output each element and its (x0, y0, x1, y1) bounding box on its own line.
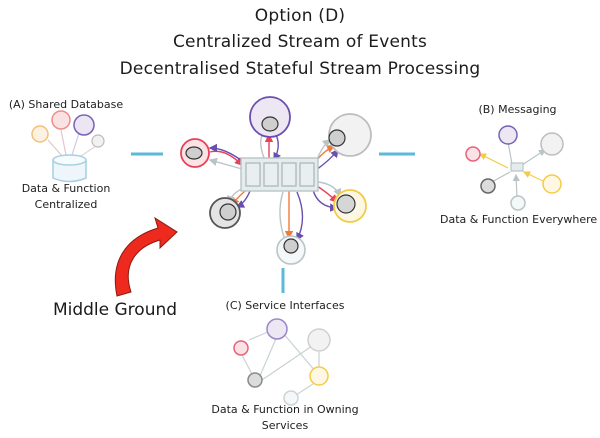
message-broker (510, 162, 524, 172)
option-d-diagram (180, 96, 372, 265)
option-b-caption: Data & Function Everywhere (440, 213, 598, 226)
option-c-diagram (233, 318, 331, 406)
event-log-icon (283, 238, 299, 254)
node-pale (283, 390, 299, 406)
event-stream-log (240, 157, 319, 192)
node-grey (540, 132, 564, 156)
node-purple (73, 114, 95, 136)
title-line-2: Centralized Stream of Events (172, 32, 428, 52)
option-b-diagram (465, 125, 564, 211)
option-c-caption-2: Services (261, 419, 309, 432)
service-node-yellow (333, 189, 367, 223)
option-a-heading: (A) Shared Database (8, 98, 124, 111)
node-dark-grey (247, 372, 263, 388)
option-b-heading: (B) Messaging (478, 103, 557, 116)
node-yellow (542, 174, 562, 194)
title-line-3: Decentralised Stateful Stream Processing (119, 59, 481, 79)
node-purple (498, 125, 518, 145)
node-pale (510, 195, 526, 211)
stream-partition (263, 162, 279, 187)
option-c-heading: (C) Service Interfaces (225, 299, 345, 312)
service-node-pale-blue (276, 235, 306, 265)
event-log-icon (328, 129, 346, 147)
service-node-red (180, 138, 210, 168)
node-yellow (309, 366, 329, 386)
title-line-1: Option (D) (254, 6, 346, 26)
middle-ground-label: Middle Ground (52, 300, 178, 320)
event-log-icon (219, 203, 237, 221)
node-red (465, 146, 481, 162)
event-log-icon (336, 194, 356, 214)
stream-partition (299, 162, 315, 187)
service-node-dark-grey (209, 197, 241, 229)
service-node-purple (249, 96, 291, 138)
node-red (51, 110, 71, 130)
node-red (233, 340, 249, 356)
node-grey (307, 328, 331, 352)
node-dark-grey (480, 178, 496, 194)
option-a-diagram (31, 110, 105, 183)
event-log-icon (185, 146, 203, 160)
option-a-caption-1: Data & Function (21, 182, 111, 195)
option-a-caption-2: Centralized (34, 198, 98, 211)
node-purple (266, 318, 288, 340)
node-orange (31, 125, 49, 143)
database-icon (52, 154, 87, 183)
node-grey (91, 134, 105, 148)
stream-partition (281, 162, 297, 187)
stream-partition (245, 162, 261, 187)
service-node-light-grey (328, 113, 372, 157)
event-log-icon (261, 116, 279, 132)
curved-arrow-icon (114, 216, 178, 297)
option-c-caption-1: Data & Function in Owning (211, 403, 359, 416)
